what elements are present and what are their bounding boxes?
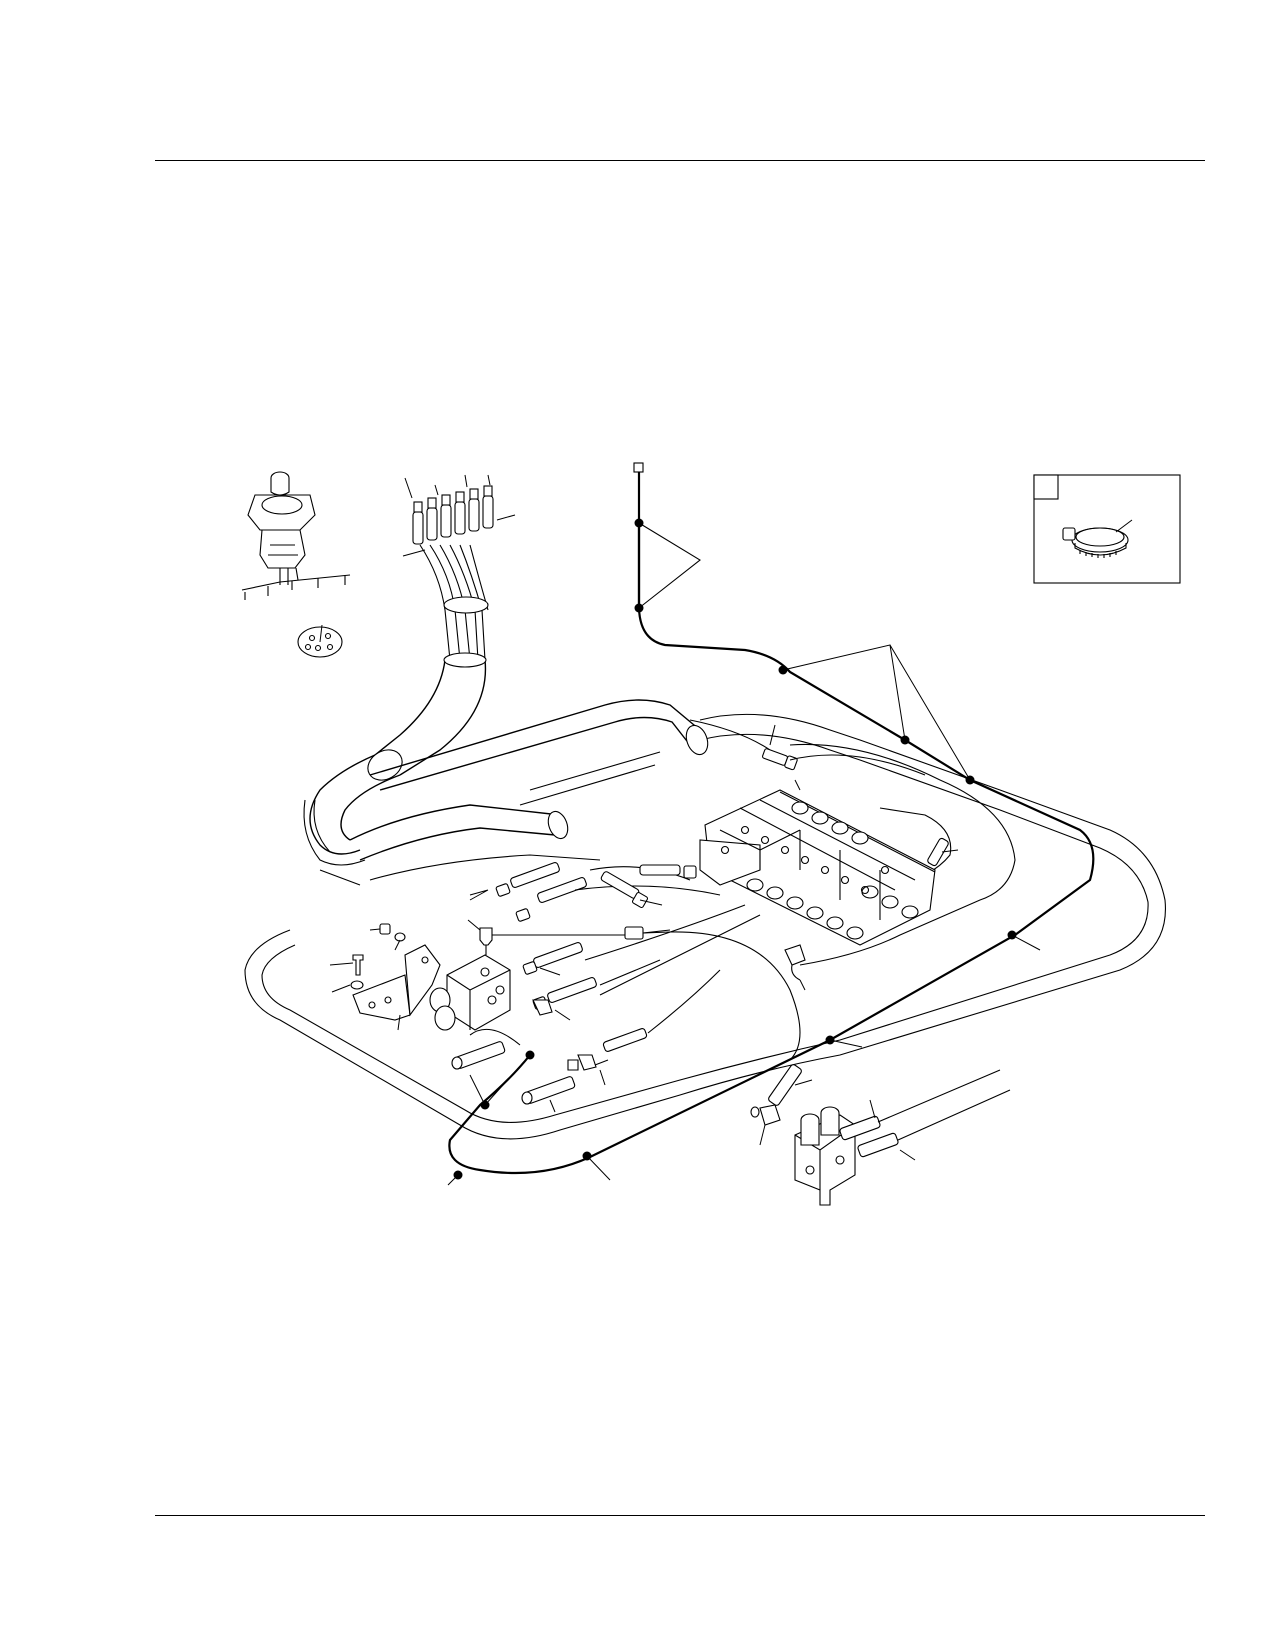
routing-hose: [447, 462, 1095, 1186]
footer-rule: [155, 1515, 1205, 1516]
valve-spools: [746, 801, 919, 940]
pilot-lines: [574, 864, 761, 996]
valve-supply-hose: [689, 719, 926, 776]
valve-return-fitting: [784, 944, 806, 991]
joystick-gasket: [297, 624, 343, 658]
header-rule: [155, 160, 1205, 161]
hose-end-fittings: [402, 474, 516, 557]
priority-valve: [750, 1064, 1011, 1206]
tube-rail: [369, 699, 709, 806]
bracket-fasteners: [329, 923, 406, 993]
bundle-collar: [443, 596, 489, 614]
hose-end-cap: [633, 462, 644, 473]
outer-hose-loop: [244, 713, 1166, 1140]
manifold-fittings: [451, 862, 801, 1113]
hose-clamp: [1062, 519, 1133, 558]
clamp-inset: [1033, 474, 1181, 584]
joystick-control: [241, 471, 351, 600]
mounting-bracket: [352, 944, 441, 1031]
valve-ports: [720, 825, 890, 895]
inset-tag-box: [1033, 474, 1059, 500]
pilot-manifold-block: [429, 954, 511, 1031]
hose-bundle: [303, 544, 601, 886]
main-control-valve: [699, 779, 959, 946]
